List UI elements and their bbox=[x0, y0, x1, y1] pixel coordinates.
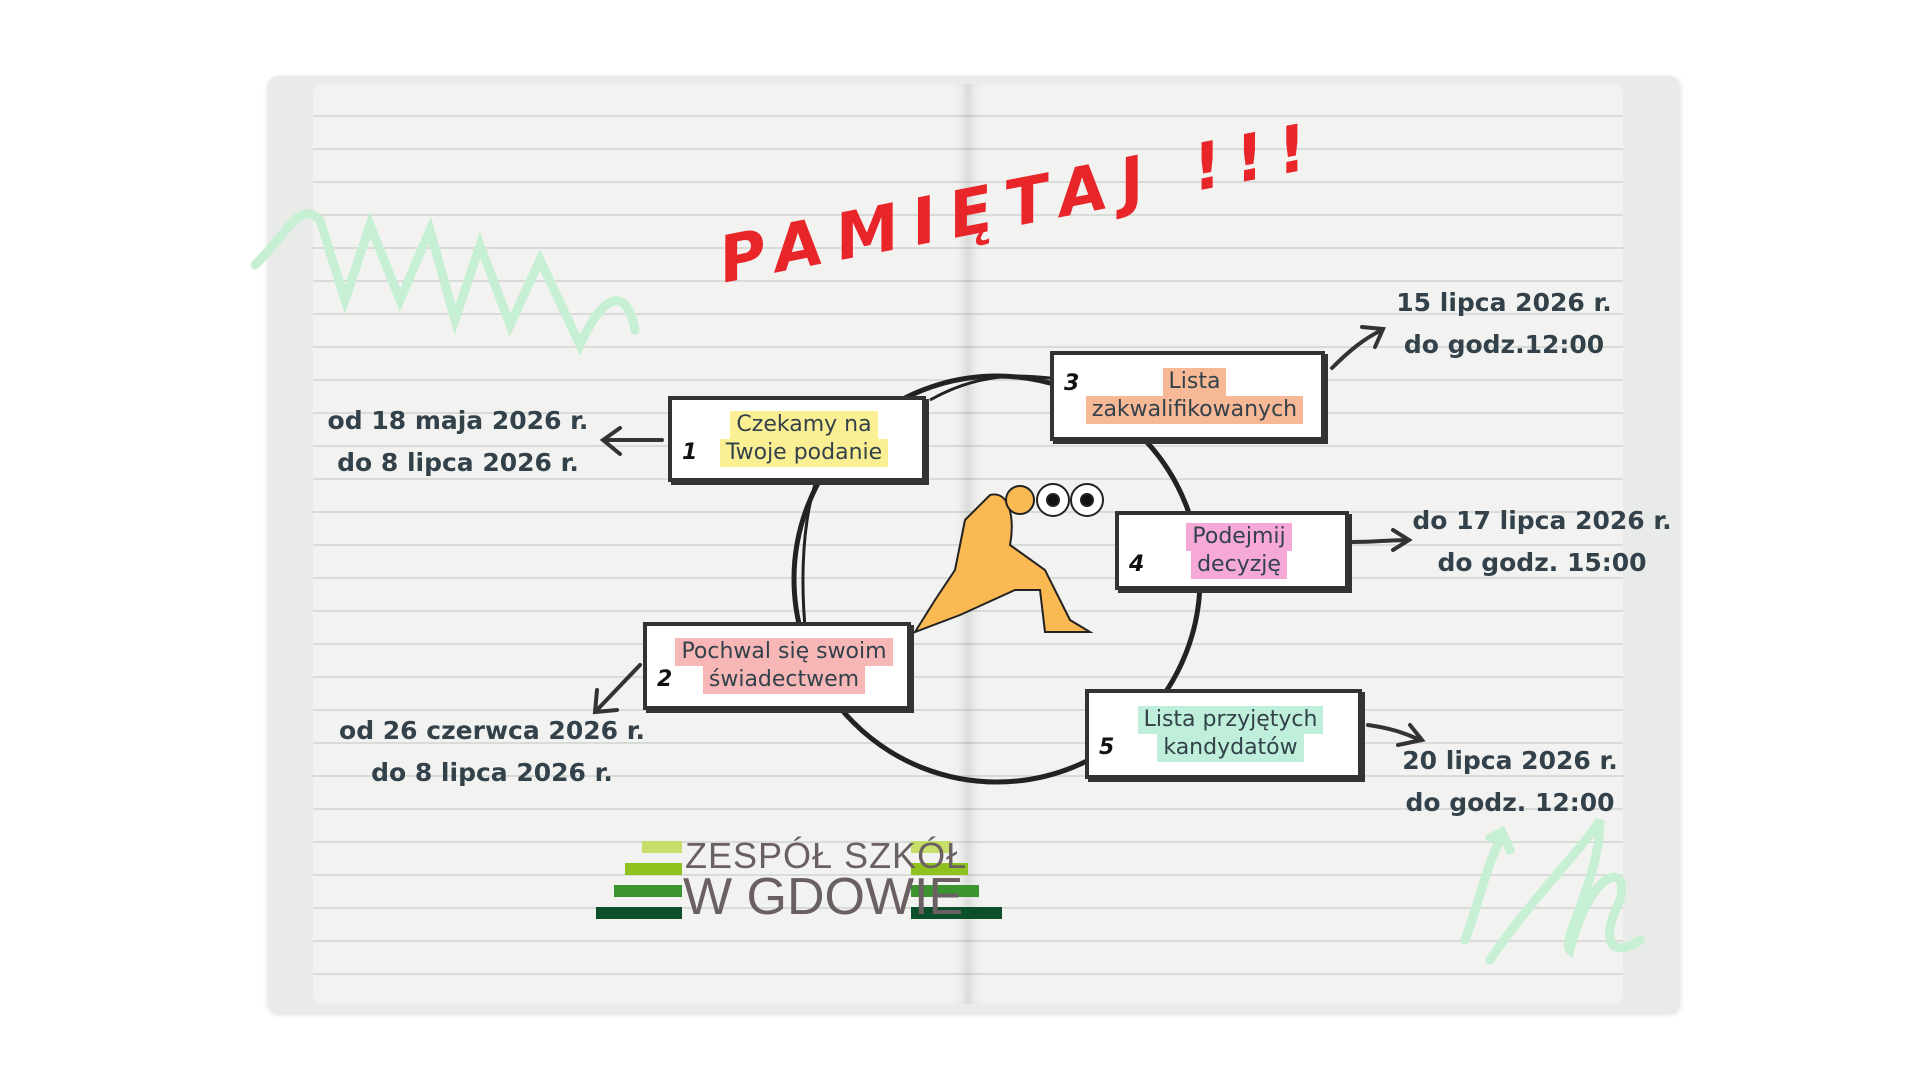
green-scribble-icon bbox=[250, 209, 1645, 965]
step-number: 3 bbox=[1064, 371, 1080, 396]
step-label: decyzję bbox=[1191, 550, 1287, 579]
arrows bbox=[592, 325, 1426, 747]
step-label: Lista przyjętych bbox=[1137, 706, 1324, 734]
step-3-box: 3 Lista zakwalifikowanych bbox=[1050, 351, 1325, 441]
date-line: do 17 lipca 2026 r. bbox=[1412, 506, 1672, 535]
date-line: 20 lipca 2026 r. bbox=[1402, 746, 1618, 775]
date-line: od 18 maja 2026 r. bbox=[327, 406, 589, 435]
step-label: zakwalifikowanych bbox=[1085, 396, 1304, 424]
step-number: 2 bbox=[657, 667, 673, 692]
step-label: świadectwem bbox=[702, 666, 866, 694]
date-line: do 8 lipca 2026 r. bbox=[371, 758, 613, 787]
school-logo: ZESPÓŁ SZKÓŁ W GDOWIE bbox=[590, 835, 1002, 926]
date-line: 15 lipca 2026 r. bbox=[1396, 288, 1612, 317]
step-4-box: 4 Podejmij decyzję bbox=[1115, 511, 1349, 590]
step-2-box: 2 Pochwal się swoim świadectwem bbox=[643, 622, 911, 710]
date-step-4: do 17 lipca 2026 r. do godz. 15:00 bbox=[1412, 500, 1671, 584]
step-label: Lista bbox=[1162, 368, 1227, 396]
logo-line-1: ZESPÓŁ SZKÓŁ bbox=[685, 835, 968, 876]
date-line: do godz.12:00 bbox=[1403, 330, 1605, 359]
step-5-box: 5 Lista przyjętych kandydatów bbox=[1085, 689, 1362, 779]
step-label: Pochwal się swoim bbox=[675, 638, 893, 666]
date-step-3: 15 lipca 2026 r. do godz.12:00 bbox=[1396, 282, 1611, 366]
step-label: Twoje podanie bbox=[719, 439, 889, 467]
date-line: od 26 czerwca 2026 r. bbox=[339, 716, 645, 745]
date-line: do godz. 12:00 bbox=[1405, 788, 1615, 817]
date-step-5: 20 lipca 2026 r. do godz. 12:00 bbox=[1402, 740, 1617, 824]
step-number: 1 bbox=[682, 440, 698, 465]
date-line: do godz. 15:00 bbox=[1437, 548, 1647, 577]
logo-line-2: W GDOWIE bbox=[683, 868, 964, 926]
person-with-binoculars-icon bbox=[912, 483, 1104, 634]
step-number: 5 bbox=[1099, 735, 1115, 760]
date-step-2: od 26 czerwca 2026 r. do 8 lipca 2026 r. bbox=[339, 710, 645, 794]
step-1-box: 1 Czekamy na Twoje podanie bbox=[668, 396, 926, 482]
step-number: 4 bbox=[1129, 551, 1145, 577]
date-line: do 8 lipca 2026 r. bbox=[337, 448, 579, 477]
date-step-1: od 18 maja 2026 r. do 8 lipca 2026 r. bbox=[328, 400, 589, 484]
step-label: Czekamy na bbox=[730, 411, 878, 439]
step-label: Podejmij bbox=[1186, 522, 1292, 551]
step-label: kandydatów bbox=[1157, 734, 1304, 762]
